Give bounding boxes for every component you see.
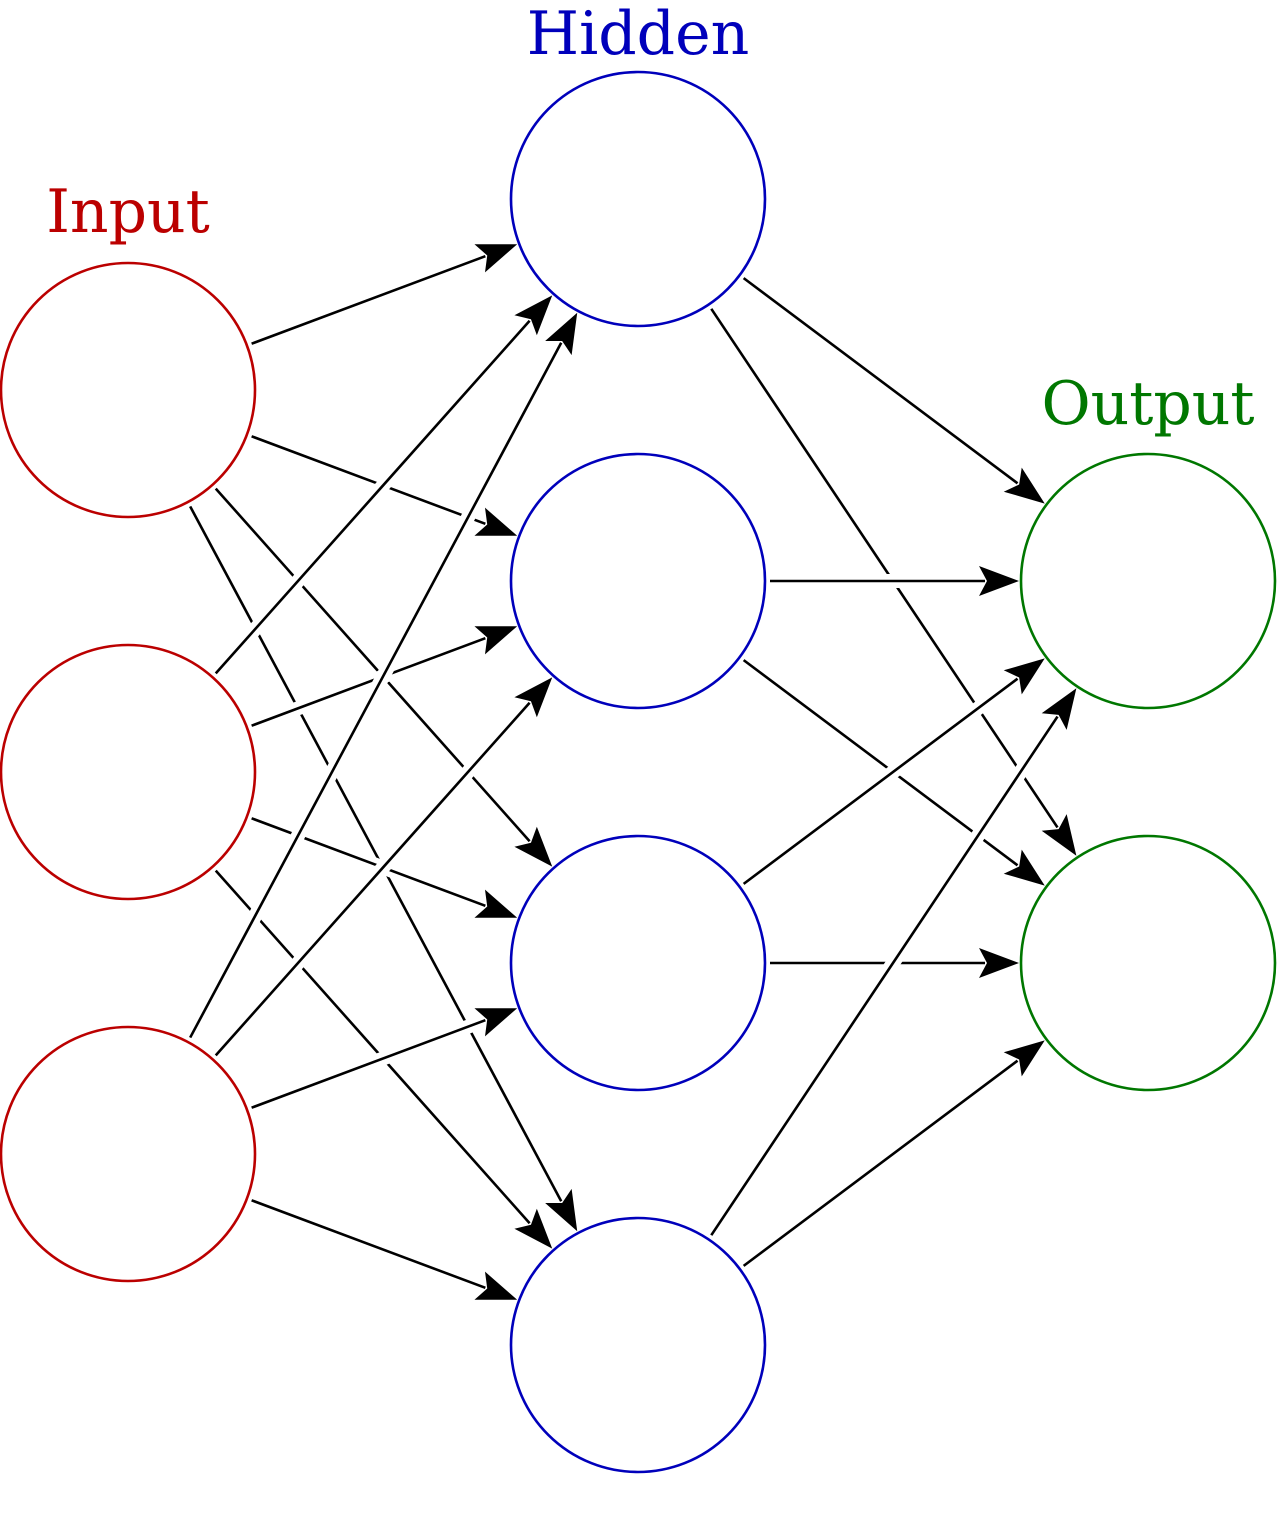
edge-input-1-to-hidden-2: [251, 433, 518, 536]
arrowhead-icon: [474, 889, 518, 918]
edge-hidden-4-to-output-2: [742, 1040, 1045, 1267]
edge-line: [189, 342, 563, 1039]
arrowhead-icon: [1003, 849, 1045, 886]
edge-line: [251, 636, 486, 727]
arrowhead-icon: [1003, 1040, 1045, 1077]
edge-line: [214, 487, 531, 843]
edge-line: [214, 869, 531, 1225]
output-layer-label: Output: [1041, 369, 1254, 439]
arrowhead-icon: [1041, 688, 1077, 730]
edge-line: [251, 1018, 486, 1109]
edge-hidden-1-to-output-2: [710, 308, 1077, 856]
edge-hidden-2-to-output-1: [770, 566, 1019, 596]
arrowhead-icon: [474, 1008, 518, 1037]
edges-group: [188, 244, 1077, 1300]
edge-input-3-to-hidden-4: [251, 1197, 518, 1300]
edge-input-2-to-hidden-1: [214, 295, 553, 675]
arrowhead-icon: [474, 507, 518, 536]
arrowhead-icon: [474, 244, 518, 273]
input-node-2: [0, 643, 257, 901]
hidden-layer-label: Hidden: [527, 0, 749, 69]
hidden-node-3: [509, 834, 767, 1092]
arrowhead-icon: [514, 1208, 553, 1249]
edge-input-3-to-hidden-1: [188, 312, 578, 1039]
output-node-2: [1019, 834, 1277, 1092]
edge-line: [742, 277, 1019, 485]
edge-hidden-3-to-output-2: [770, 948, 1019, 978]
output-node-1: [1019, 452, 1277, 710]
input-layer-label: Input: [46, 177, 210, 247]
arrowhead-icon: [474, 1271, 518, 1300]
edge-line: [251, 1199, 486, 1290]
arrowhead-icon: [1041, 814, 1077, 856]
edge-input-1-to-hidden-3: [214, 487, 553, 867]
hidden-node-4: [509, 1216, 767, 1474]
edge-hidden-4-to-output-1: [710, 688, 1077, 1236]
arrowhead-icon: [545, 312, 578, 356]
input-node-3: [0, 1025, 257, 1283]
hidden-node-1: [509, 70, 767, 328]
edge-line: [742, 1059, 1019, 1267]
edge-line: [251, 435, 486, 526]
arrowhead-icon: [545, 1188, 578, 1232]
arrowhead-icon: [979, 566, 1019, 596]
edge-line: [742, 677, 1019, 885]
edge-line: [251, 817, 486, 908]
edge-input-3-to-hidden-2: [214, 677, 553, 1057]
edge-line: [189, 505, 563, 1202]
nodes-group: [0, 70, 1277, 1474]
arrowhead-icon: [1003, 658, 1045, 695]
edge-hidden-1-to-output-1: [742, 277, 1045, 504]
arrowhead-icon: [979, 948, 1019, 978]
arrowhead-icon: [514, 295, 553, 336]
edge-line: [214, 701, 531, 1057]
edge-input-2-to-hidden-2: [251, 626, 518, 729]
edge-input-3-to-hidden-3: [251, 1008, 518, 1111]
edge-input-1-to-hidden-1: [251, 244, 518, 347]
edge-line: [214, 319, 531, 675]
arrowhead-icon: [1003, 467, 1045, 504]
edge-line: [742, 659, 1019, 867]
edge-line: [710, 308, 1059, 829]
edge-hidden-3-to-output-1: [742, 658, 1045, 885]
edge-hidden-2-to-output-2: [742, 659, 1045, 886]
hidden-node-2: [509, 452, 767, 710]
edge-line: [251, 254, 486, 345]
input-node-1: [0, 261, 257, 519]
arrowhead-icon: [514, 677, 553, 718]
arrowhead-icon: [474, 626, 518, 655]
edge-line: [710, 715, 1059, 1236]
arrowhead-icon: [514, 826, 553, 867]
edge-input-2-to-hidden-4: [214, 869, 553, 1249]
